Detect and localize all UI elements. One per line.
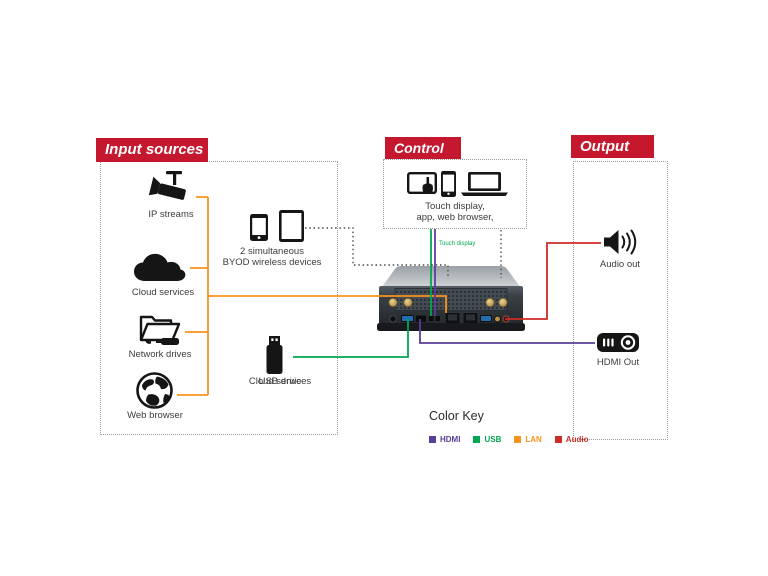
smartphone-icon [250,214,268,241]
input-item-label: Network drives [128,349,192,360]
lan-color-swatch [514,436,522,443]
color-key-legend: HDMI USB LAN Audio [429,435,588,444]
globe-icon [136,372,173,409]
usb-drive-label: USB drive [258,376,302,387]
input-sources-banner: Input sources [96,138,208,162]
input-item-label: Cloud services [131,287,195,298]
output-box [573,161,668,440]
cloud-icon [134,253,186,281]
usb-drive-icon [266,336,283,374]
input-item-label: IP streams [148,209,194,220]
legend-item-audio: Audio [554,435,589,444]
legend-label: USB [484,435,502,444]
output-item-label: HDMI Out [596,357,640,368]
control-phone-icon [441,171,456,197]
output-item-label: Audio out [599,259,641,270]
byod-label-line1: 2 simultaneous [240,246,304,257]
legend-label: LAN [525,435,542,444]
usb-color-swatch [473,436,481,443]
color-key-title: Color Key [429,409,484,423]
touch-display-annotation: Touch display [439,241,476,247]
speaker-icon [604,229,637,255]
control-banner: Control [385,137,461,159]
control-caption-line1: Touch display, [425,201,485,212]
output-banner: Output [571,135,654,158]
control-box [383,159,527,229]
legend-label: HDMI [440,435,461,444]
media-server-device [375,262,527,339]
input-item-label: Web browser [127,410,183,421]
legend-label: Audio [565,435,589,444]
touch-display-icon [407,172,437,194]
laptop-icon [461,172,508,196]
legend-item-usb: USB [473,435,501,444]
legend-item-lan: LAN [514,435,542,444]
ip-camera-icon [148,171,186,200]
network-drive-icon [139,315,181,345]
control-caption-line2: app, web browser, [416,212,494,223]
legend-item-hdmi: HDMI [429,435,460,444]
byod-label-line2: BYOD wireless devices [222,257,322,268]
usb-drive-label: Cloud services [248,376,312,387]
hdmi-color-swatch [429,436,436,443]
audio-color-swatch [554,436,562,443]
projector-icon [597,333,639,352]
tablet-icon [279,210,304,242]
